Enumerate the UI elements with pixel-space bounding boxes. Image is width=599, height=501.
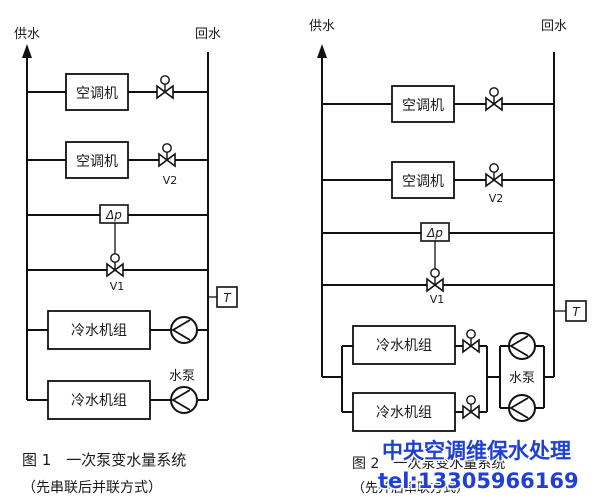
fig1-caption-subtitle: （先串联后并联方式） [22,480,162,496]
watermark-phone: tel:13305966169 [378,469,579,493]
fig2-temp-sensor: T [565,300,587,322]
chiller-box [47,310,151,350]
supply-label: 供水 [14,27,40,42]
pump-label: 水泵 [169,369,195,384]
dp-box [420,222,450,242]
ahu-label: 空调机 [76,86,118,102]
fig2-ahu-1: 空调机 [391,85,455,123]
control-valve-icon [485,87,503,111]
control-valve-icon [158,143,176,167]
pump-icon [170,386,198,414]
fig2-caption-title: 图 2 一次泵变水量系统 [352,456,505,472]
pump-label: 水泵 [509,371,535,386]
fig1-dp-sensor: Δp [99,204,129,224]
control-valve-icon [156,75,174,99]
fig2-chiller-1: 冷水机组 [352,325,456,365]
return-label: 回水 [541,19,567,34]
supply-arrow-icon [22,44,32,58]
fig2-caption-subtitle: （先并后串联方式） [352,480,469,496]
supply-arrow-icon [317,44,327,58]
supply-label: 供水 [309,19,335,34]
fig1-caption-title: 图 1 一次泵变水量系统 [22,451,186,469]
fig2-ahu-2: 空调机 [391,161,455,199]
dp-label: Δp [426,226,443,240]
dp-box [99,204,129,224]
valve-label-v1: V1 [430,293,445,306]
temp-label: T [223,291,232,305]
ahu-box [391,161,455,199]
ahu-box [65,141,129,179]
ahu-label: 空调机 [402,174,444,190]
valve-label-v2: V2 [163,174,178,187]
check-valve-icon [462,394,480,419]
ahu-label: 空调机 [402,98,444,114]
pump-icon [170,316,198,344]
chiller-label: 冷水机组 [71,323,127,339]
valve-label-v1: V1 [110,280,125,293]
chiller-box [352,392,456,432]
fig2-chiller-2: 冷水机组 [352,392,456,432]
check-valve-icon [462,328,480,353]
fig2-dp-sensor: Δp [420,222,450,242]
fig1-temp-sensor: T [216,286,238,308]
chiller-box [352,325,456,365]
pump-icon [508,332,536,360]
chiller-label: 冷水机组 [71,393,127,409]
ahu-box [65,73,129,111]
bypass-valve-icon [106,253,124,277]
fig1-ahu-1: 空调机 [65,73,129,111]
return-label: 回水 [195,27,221,42]
fig1-chiller-2: 冷水机组 [47,380,151,420]
chiller-label: 冷水机组 [376,405,432,421]
control-valve-icon [485,163,503,187]
temp-box [216,286,238,308]
pump-icon [508,394,536,422]
bypass-valve-icon [426,267,444,292]
temp-label: T [572,305,581,319]
valve-label-v2: V2 [489,192,504,205]
temp-box [565,300,587,322]
chiller-box [47,380,151,420]
dp-label: Δp [105,208,122,222]
watermark-title: 中央空调维保水处理 [382,439,571,463]
fig1-ahu-2: 空调机 [65,141,129,179]
fig1-chiller-1: 冷水机组 [47,310,151,350]
chiller-label: 冷水机组 [376,338,432,354]
ahu-label: 空调机 [76,154,118,170]
contact-watermark: 中央空调维保水处理 tel:13305966169 [377,438,581,495]
ahu-box [391,85,455,123]
